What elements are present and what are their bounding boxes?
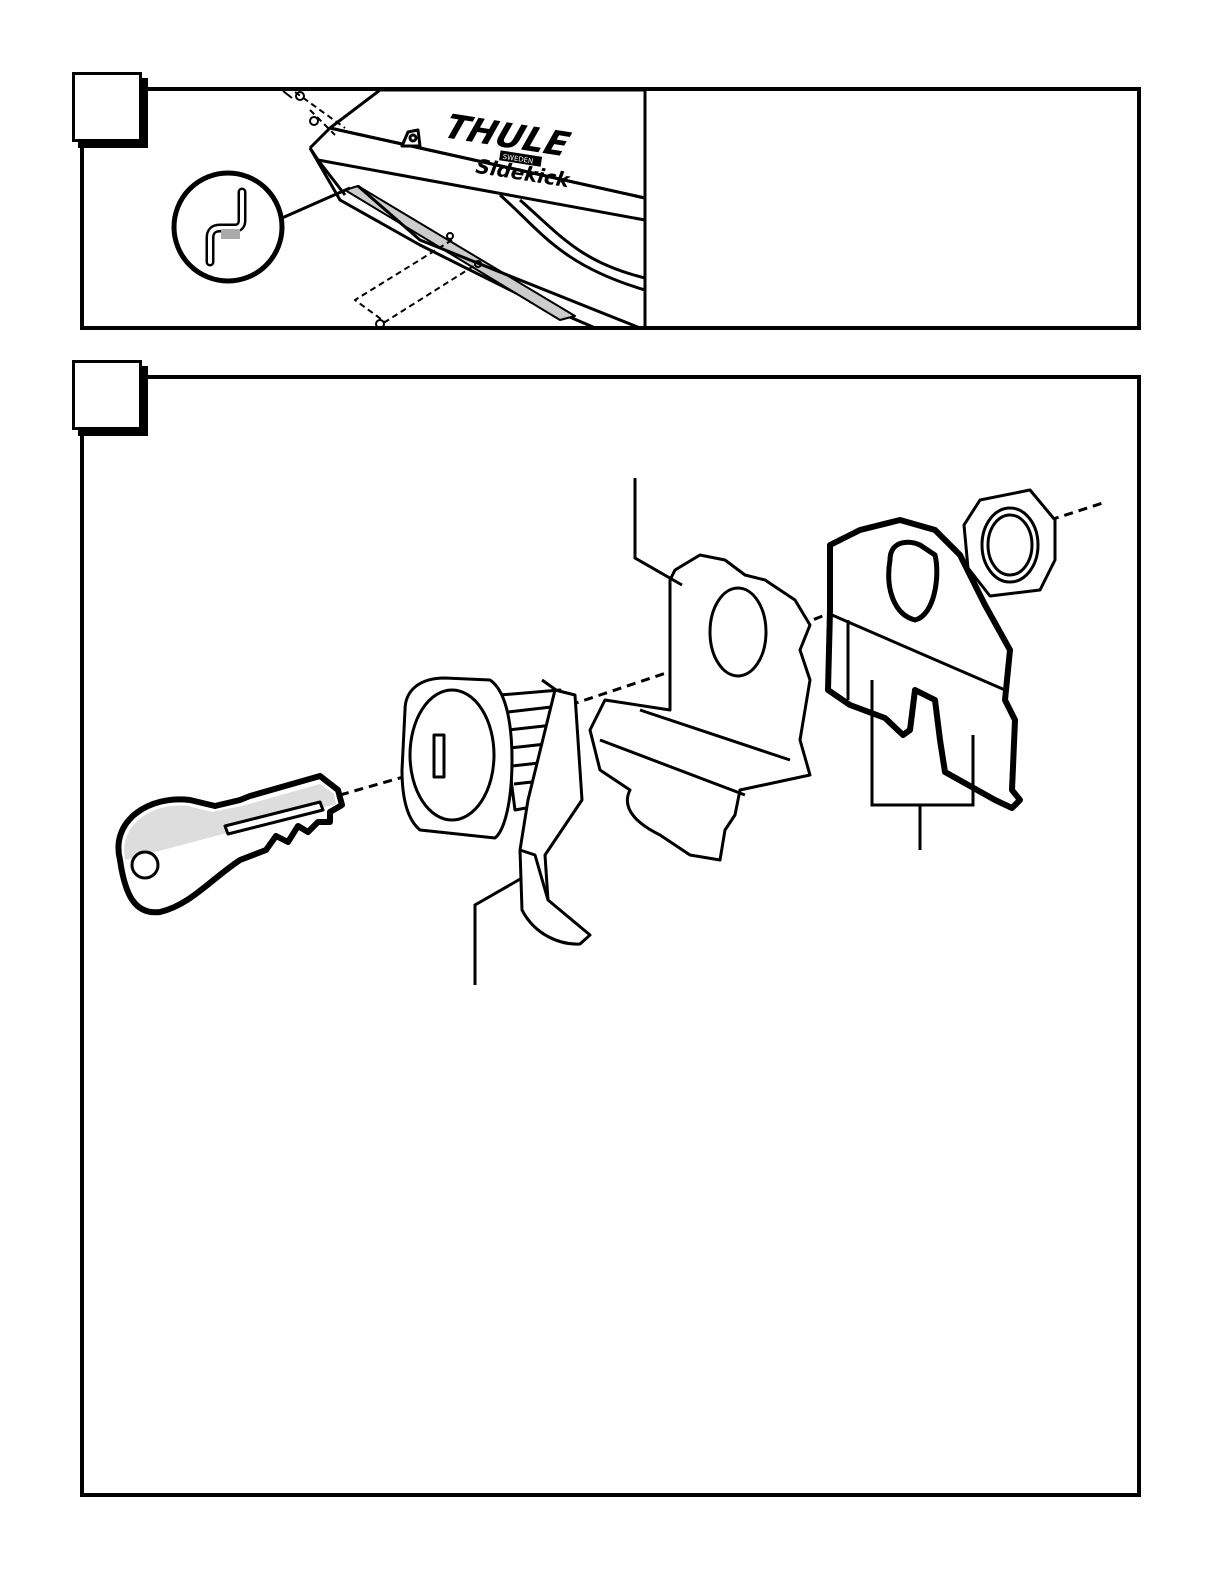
cam-leader (475, 878, 522, 985)
gasket-detail-callout (174, 173, 350, 281)
l-bracket (590, 555, 810, 860)
key-icon (118, 776, 342, 912)
hex-nut (964, 490, 1055, 596)
